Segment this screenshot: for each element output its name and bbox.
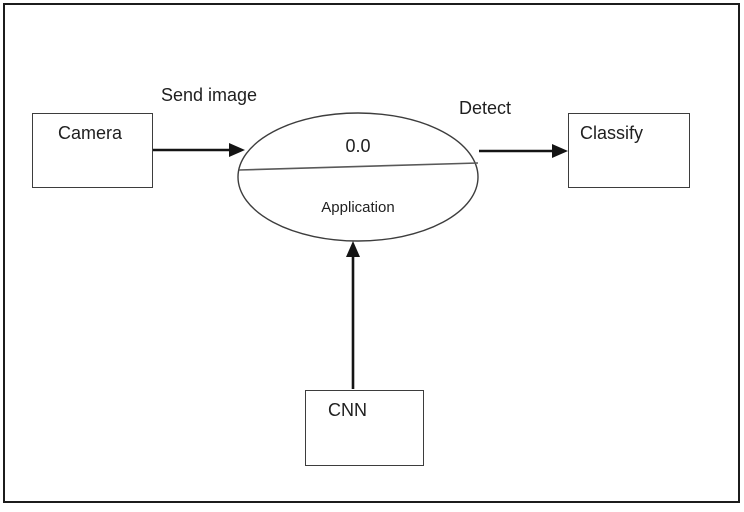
arrow-camera-to-application — [153, 143, 245, 157]
process-name-label: Application — [321, 199, 395, 216]
process-ellipse-application — [237, 112, 479, 242]
arrow-application-to-classify — [479, 144, 568, 158]
arrowhead-right-icon — [552, 144, 568, 158]
node-cnn: CNN — [305, 390, 424, 466]
node-cnn-label: CNN — [328, 400, 367, 420]
node-classify: Classify — [568, 113, 690, 188]
arrowhead-right-icon — [229, 143, 245, 157]
edge-label-detect: Detect — [458, 98, 512, 118]
process-number-label: 0.0 — [345, 136, 371, 156]
edge-label-send-image: Send image — [160, 85, 258, 105]
node-classify-label: Classify — [580, 123, 644, 143]
node-camera: Camera — [32, 113, 153, 188]
diagram-frame-border — [3, 3, 740, 503]
process-divider-line — [238, 162, 479, 171]
arrowhead-up-icon — [346, 241, 360, 257]
arrow-cnn-to-application — [346, 241, 360, 389]
node-camera-label: Camera — [58, 123, 123, 143]
